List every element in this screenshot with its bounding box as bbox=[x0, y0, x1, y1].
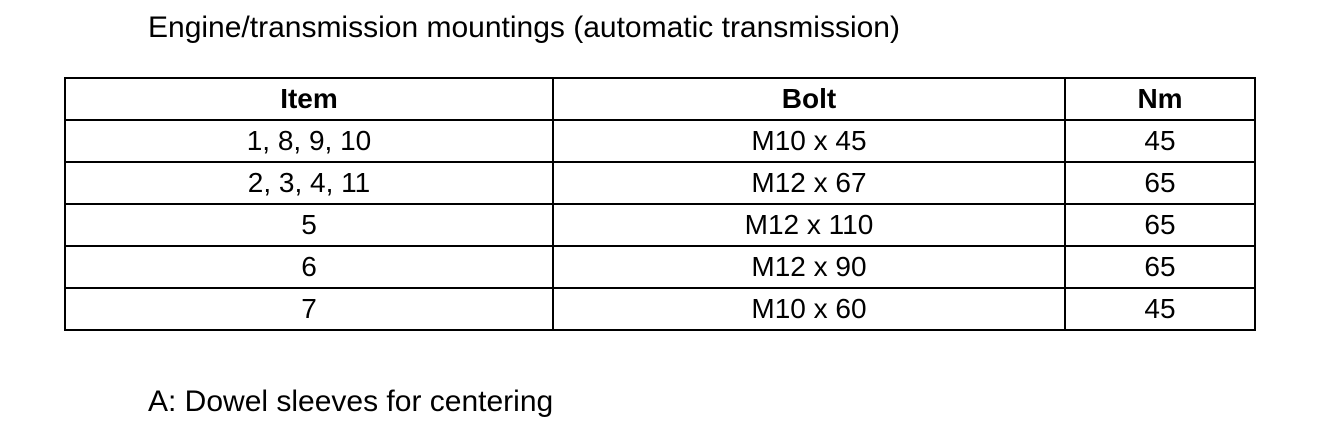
bolt-cell: M12 x 67 bbox=[552, 161, 1066, 205]
table-row: 6 M12 x 90 65 bbox=[64, 245, 1256, 289]
column-header-bolt: Bolt bbox=[552, 77, 1066, 121]
bolt-cell: M12 x 110 bbox=[552, 203, 1066, 247]
item-cell: 7 bbox=[64, 287, 554, 331]
table-header-row: Item Bolt Nm bbox=[64, 77, 1256, 121]
torque-cell: 45 bbox=[1064, 287, 1256, 331]
bolt-cell: M12 x 90 bbox=[552, 245, 1066, 289]
item-cell: 5 bbox=[64, 203, 554, 247]
table-row: 7 M10 x 60 45 bbox=[64, 287, 1256, 331]
torque-cell: 45 bbox=[1064, 119, 1256, 163]
item-cell: 2, 3, 4, 11 bbox=[64, 161, 554, 205]
torque-cell: 65 bbox=[1064, 203, 1256, 247]
bolt-cell: M10 x 60 bbox=[552, 287, 1066, 331]
torque-table: Item Bolt Nm 1, 8, 9, 10 M10 x 45 45 2, … bbox=[64, 77, 1256, 331]
table-row: 5 M12 x 110 65 bbox=[64, 203, 1256, 247]
bolt-cell: M10 x 45 bbox=[552, 119, 1066, 163]
item-cell: 1, 8, 9, 10 bbox=[64, 119, 554, 163]
table-row: 2, 3, 4, 11 M12 x 67 65 bbox=[64, 161, 1256, 205]
item-cell: 6 bbox=[64, 245, 554, 289]
footnote: A: Dowel sleeves for centering bbox=[148, 385, 554, 418]
torque-cell: 65 bbox=[1064, 161, 1256, 205]
torque-cell: 65 bbox=[1064, 245, 1256, 289]
column-header-item: Item bbox=[64, 77, 554, 121]
page-title: Engine/transmission mountings (automatic… bbox=[148, 11, 900, 44]
column-header-nm: Nm bbox=[1064, 77, 1256, 121]
table-row: 1, 8, 9, 10 M10 x 45 45 bbox=[64, 119, 1256, 163]
